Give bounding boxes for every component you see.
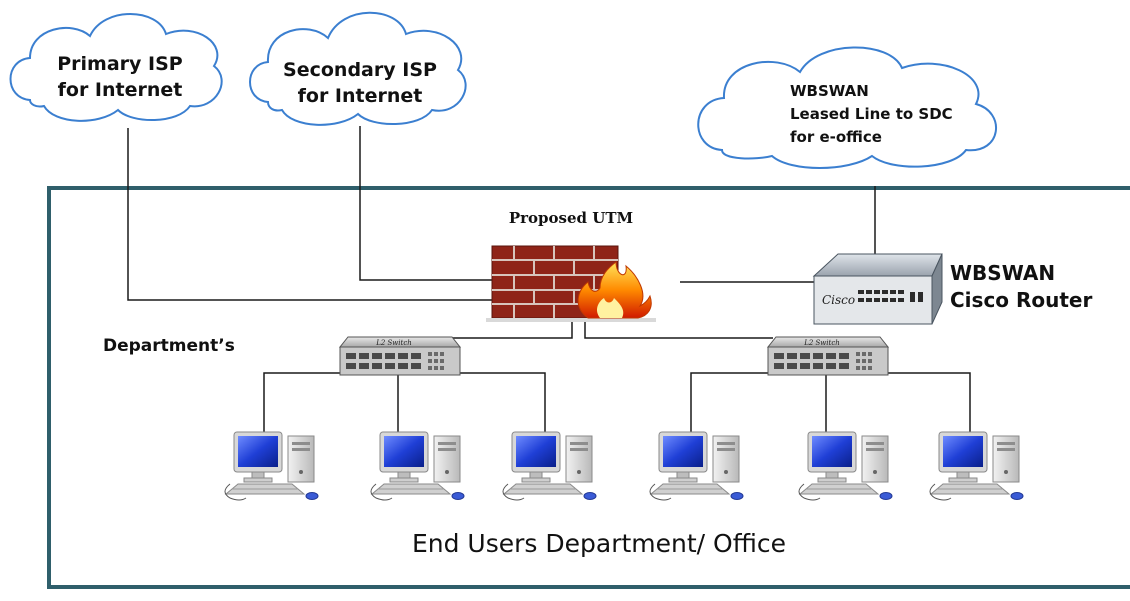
utm-right-switch-link — [584, 318, 773, 339]
secondary-isp-label-line2: for Internet — [298, 85, 423, 107]
router-label-line2: Cisco Router — [950, 288, 1093, 312]
primary-isp-cloud — [9, 13, 223, 122]
desktop-computer-icon — [502, 431, 597, 501]
desktop-computer-icon — [929, 431, 1024, 501]
left-switch-label: L2 Switch — [375, 339, 412, 347]
secondary-isp-label-line1: Secondary ISP — [283, 59, 437, 81]
primary-isp-label-line2: for Internet — [58, 79, 183, 101]
desktop-computer-icon — [798, 431, 893, 501]
wbswan-cloud-line2: Leased Line to SDC — [790, 105, 953, 123]
right-switch-label: L2 Switch — [803, 339, 840, 347]
desktop-computer-icon — [649, 431, 744, 501]
utm-label: Proposed UTM — [509, 209, 633, 227]
primary-isp-link — [127, 128, 492, 301]
wbswan-cloud — [697, 46, 998, 169]
right-l2-switch: L2 Switch — [767, 336, 889, 376]
wbswan-cloud-line1: WBSWAN — [790, 82, 869, 100]
router-label-line1: WBSWAN — [950, 261, 1055, 285]
left-switch-fanout — [263, 372, 546, 432]
end-users-label: End Users Department/ Office — [412, 529, 786, 558]
router-icon: Cisco — [812, 253, 943, 325]
secondary-isp-link — [359, 126, 492, 281]
left-l2-switch: L2 Switch — [339, 336, 461, 376]
secondary-isp-cloud — [249, 11, 467, 126]
desktop-computer-icon — [224, 431, 319, 501]
network-boundary — [47, 186, 1130, 589]
right-switch-fanout — [690, 372, 971, 432]
router-brand-label: Cisco — [822, 293, 855, 307]
utm-left-switch-link — [452, 318, 573, 339]
firewall-icon — [486, 245, 656, 322]
desktop-computer-icon — [370, 431, 465, 501]
wbswan-cloud-line3: for e-office — [790, 128, 882, 146]
primary-isp-label-line1: Primary ISP — [57, 53, 183, 75]
department-label: Department’s — [103, 336, 235, 356]
